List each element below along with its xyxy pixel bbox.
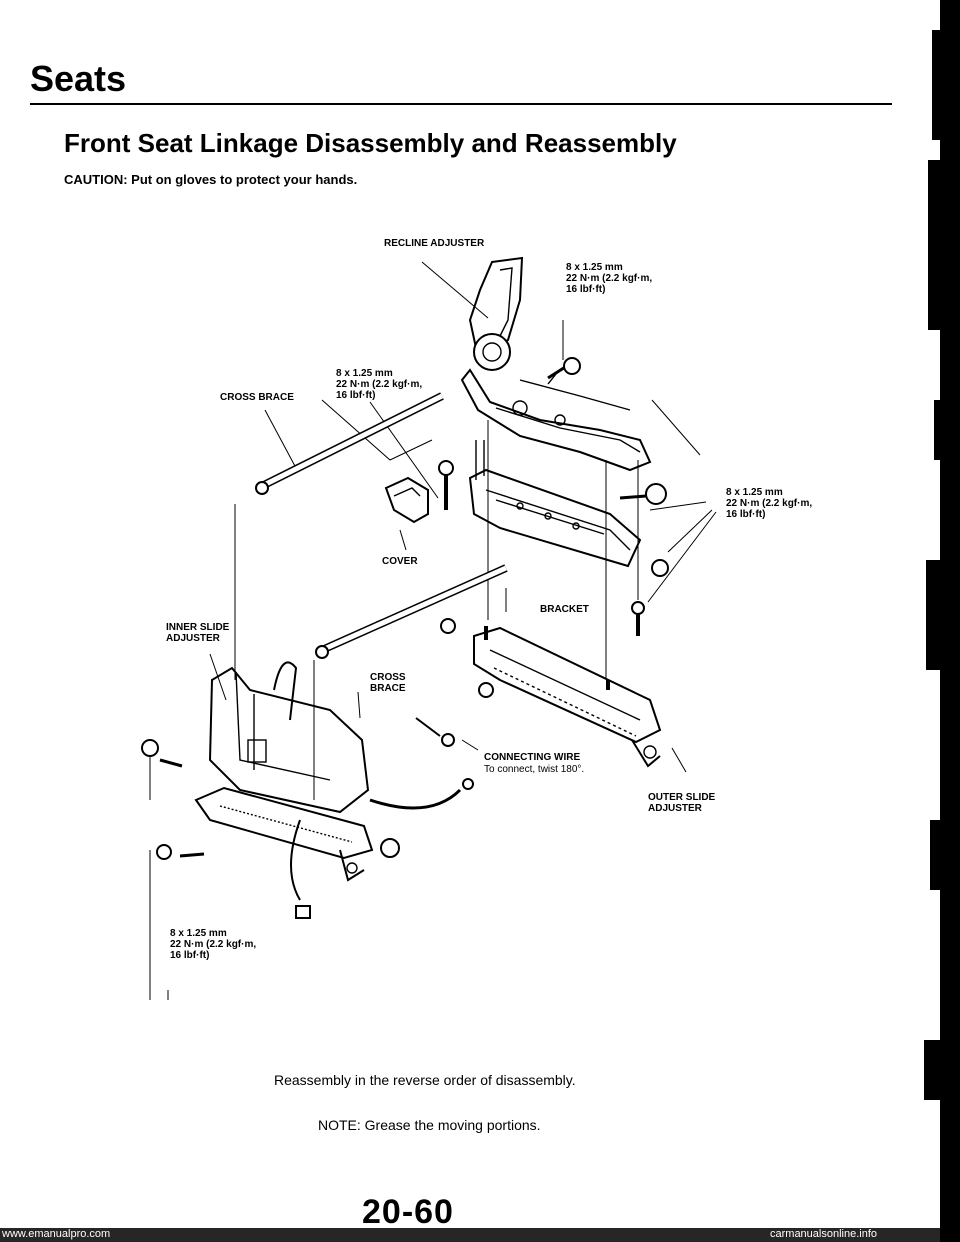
label-cross-brace-mid: CROSS BRACE: [370, 672, 406, 694]
upper-slide-bracket: [468, 440, 642, 568]
cover-part: [384, 476, 429, 551]
cross-brace-upper: [255, 392, 444, 495]
inner-slide-adjuster: [194, 661, 374, 919]
section-title: Seats: [30, 58, 127, 99]
bolt-top: [547, 357, 581, 385]
page-number: 20-60: [362, 1193, 454, 1231]
label-cross-brace-top: CROSS BRACE: [220, 392, 294, 403]
bolt-center-left: [438, 460, 454, 510]
footer-url[interactable]: carmanualsonline.info: [770, 1228, 878, 1240]
label-connecting-note: To connect, twist 180°.: [484, 764, 585, 775]
recline-adjuster-part: [460, 256, 652, 472]
outer-slide-rail: [473, 626, 662, 768]
label-connecting-wire: CONNECTING WIRE: [484, 752, 581, 763]
header-rule: [30, 103, 892, 105]
caution-text: CAUTION: Put on gloves to protect your h…: [64, 172, 358, 187]
label-spec-bottom: 8 x 1.25 mm 22 N·m (2.2 kgf·m, 16 lbf·ft…: [170, 928, 257, 961]
source-url[interactable]: www.emanualpro.com: [2, 1228, 111, 1240]
label-inner-slide: INNER SLIDE ADJUSTER: [166, 622, 230, 644]
label-spec-right: 8 x 1.25 mm 22 N·m (2.2 kgf·m, 16 lbf·ft…: [726, 487, 813, 520]
reassembly-text: Reassembly in the reverse order of disas…: [274, 1072, 576, 1088]
bolt-center-right: [619, 483, 667, 505]
label-cover: COVER: [382, 556, 418, 567]
label-recline-adjuster: RECLINE ADJUSTER: [384, 238, 485, 249]
note-text: NOTE: Grease the moving portions.: [318, 1117, 541, 1133]
label-spec-top: 8 x 1.25 mm 22 N·m (2.2 kgf·m, 16 lbf·ft…: [566, 262, 653, 295]
label-outer-slide: OUTER SLIDE ADJUSTER: [648, 792, 716, 814]
binder-edge: [924, 0, 960, 1242]
cross-brace-lower: [315, 564, 508, 659]
page-heading: Front Seat Linkage Disassembly and Reass…: [64, 128, 677, 158]
label-spec-mid: 8 x 1.25 mm 22 N·m (2.2 kgf·m, 16 lbf·ft…: [336, 368, 423, 401]
label-bracket: BRACKET: [540, 604, 589, 615]
bottom-bar: [0, 1228, 960, 1242]
bolt-right-lower: [631, 559, 669, 636]
connecting-wire: [369, 717, 474, 810]
